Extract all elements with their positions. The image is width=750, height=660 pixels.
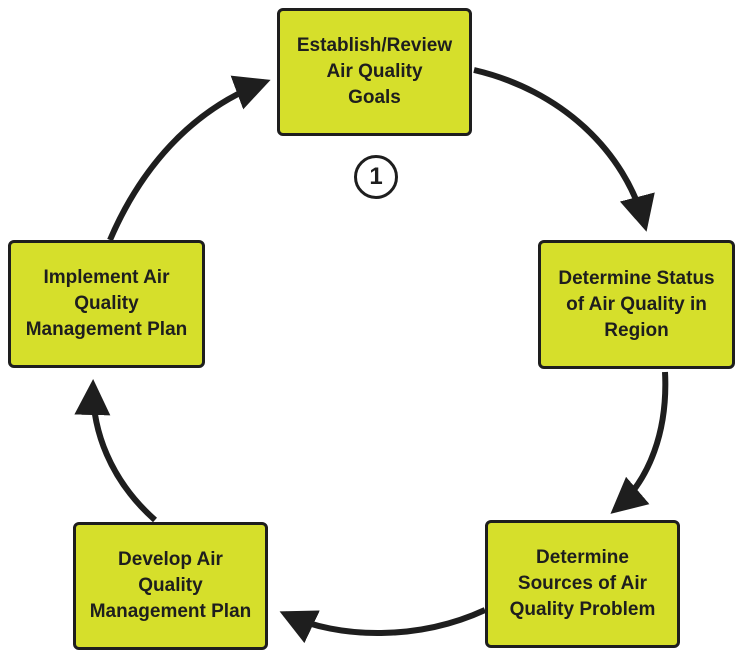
arrow-sources-to-plan (279, 607, 487, 644)
step-implement-plan: Implement Air Quality Management Plan (8, 240, 205, 368)
step-label: Determine Sources of Air Quality Problem (509, 547, 656, 620)
step-determine-status: Determine Status of Air Quality in Regio… (538, 240, 735, 369)
step-determine-sources: Determine Sources of Air Quality Problem (485, 520, 680, 648)
arrow-goals-to-status (473, 67, 655, 232)
step-label: Implement Air Quality Management Plan (25, 267, 188, 340)
step-label: Develop Air Quality Management Plan (89, 549, 252, 622)
step-establish-review-goals: Establish/Review Air Quality Goals (277, 8, 472, 136)
step-number-badge: 1 (354, 155, 398, 199)
arrow-plan-to-implement (74, 379, 157, 523)
step-label: Establish/Review Air Quality Goals (296, 35, 453, 108)
arrow-implement-to-goals (107, 75, 271, 242)
arrow-status-to-sources (610, 371, 669, 514)
step-develop-plan: Develop Air Quality Management Plan (73, 522, 268, 650)
step-label: Determine Status of Air Quality in Regio… (558, 267, 715, 341)
